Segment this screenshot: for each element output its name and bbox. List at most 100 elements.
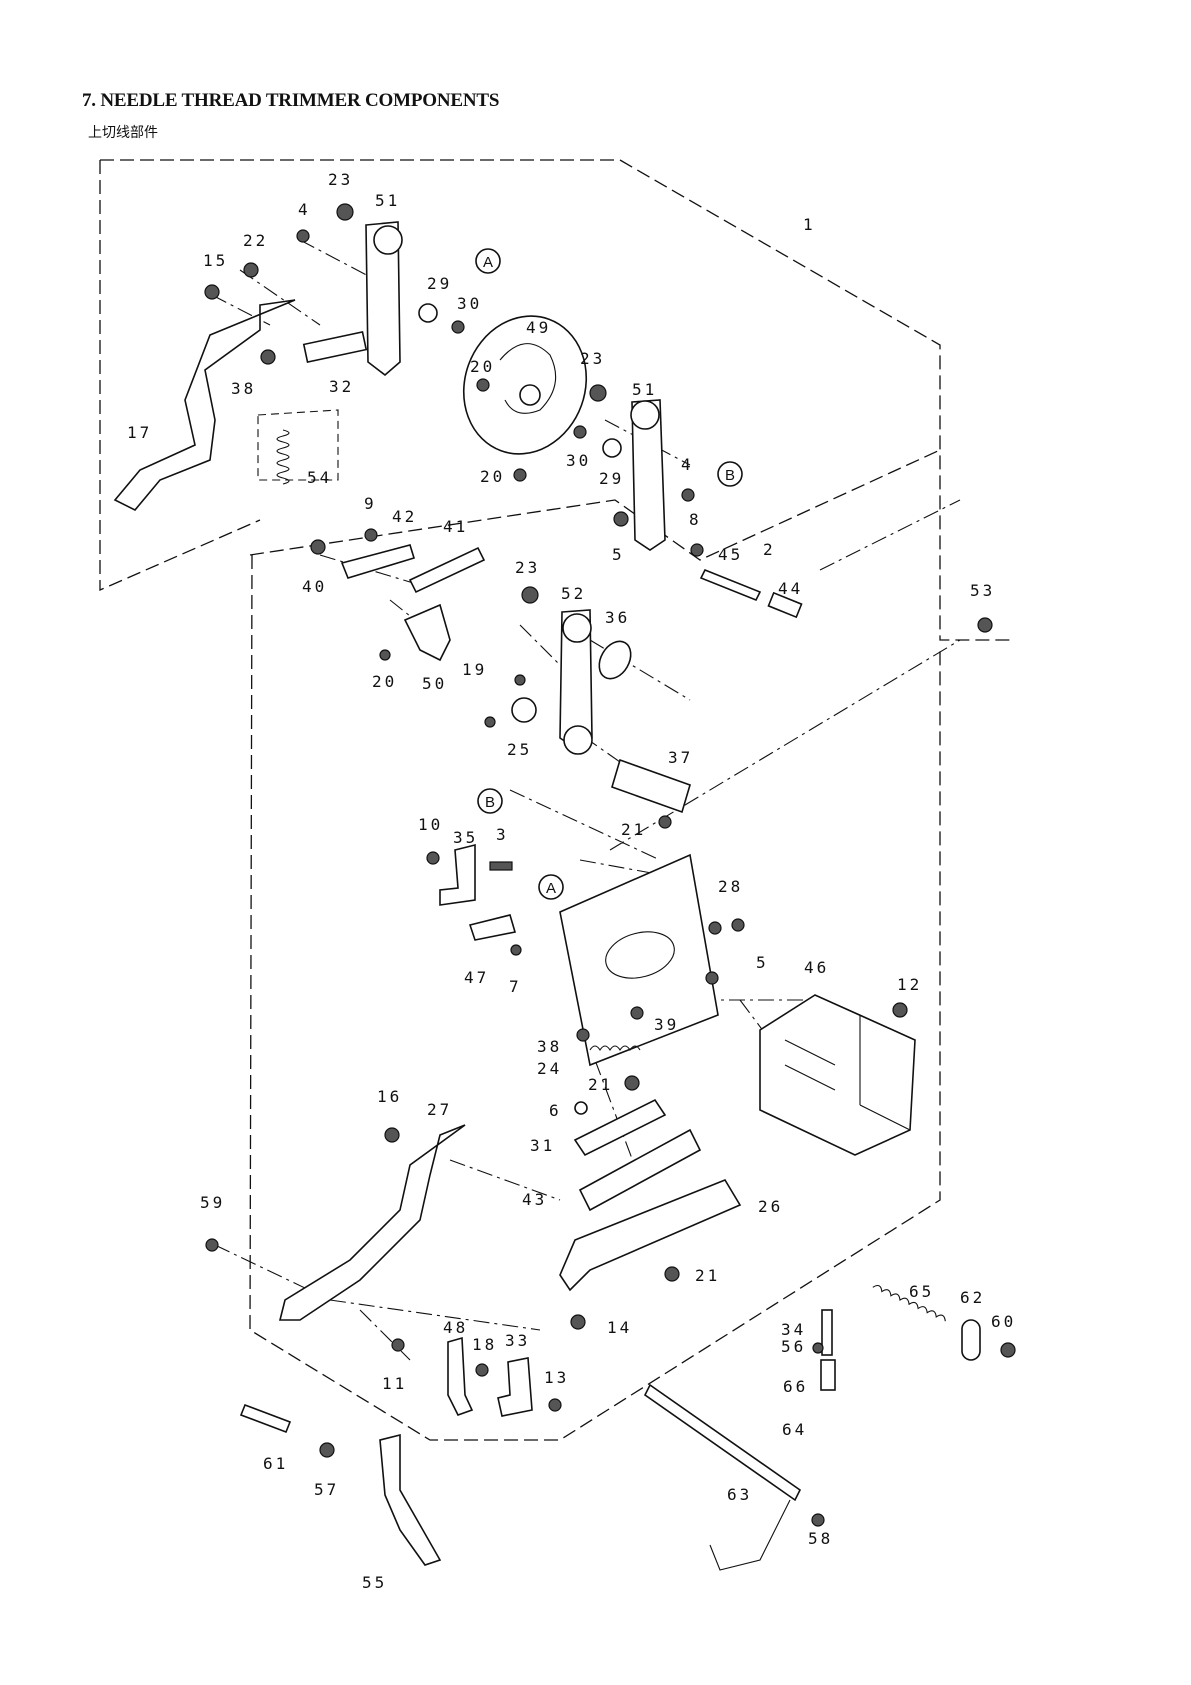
callout-27: 27: [427, 1100, 452, 1119]
part-23-pin-upper: [337, 204, 353, 220]
callout-31: 31: [530, 1136, 555, 1155]
callout-52: 52: [561, 584, 586, 603]
callout-13: 13: [544, 1368, 569, 1387]
part-25-collar: [512, 698, 536, 722]
part-17-lever: [115, 300, 295, 510]
callout-57: 57: [314, 1480, 339, 1499]
part-50-crank: [405, 605, 450, 660]
part-64-rod: [645, 1385, 800, 1500]
callout-48: 48: [443, 1318, 468, 1337]
part-10-screw: [427, 852, 439, 864]
callout-39: 39: [654, 1015, 679, 1034]
callout-60: 60: [991, 1312, 1016, 1331]
callout-51a: 51: [375, 191, 400, 210]
callout-21a: 21: [621, 820, 646, 839]
part-30-screw-upper: [452, 321, 464, 333]
callout-14: 14: [607, 1318, 632, 1337]
part-48-bracket: [448, 1338, 472, 1415]
callout-8: 8: [689, 510, 702, 529]
callout-3: 3: [496, 825, 509, 844]
callout-62: 62: [960, 1288, 985, 1307]
reference-b-plate-label: B: [485, 794, 495, 811]
reference-b-top: B: [718, 462, 742, 486]
part-36-spring: [593, 636, 637, 685]
callout-38b: 38: [537, 1037, 562, 1056]
callout-15: 15: [203, 251, 228, 270]
part-56-ring: [813, 1343, 823, 1353]
callout-55: 55: [362, 1573, 387, 1592]
part-38-screw-lower: [577, 1029, 589, 1041]
reference-a-plate-label: A: [546, 880, 556, 897]
callout-28: 28: [718, 877, 743, 896]
part-38-screw-upper: [261, 350, 275, 364]
callout-64: 64: [782, 1420, 807, 1439]
part-9-screw: [365, 529, 377, 541]
part-18-screw: [476, 1364, 488, 1376]
part-30-screw-lower: [574, 426, 586, 438]
callout-16: 16: [377, 1087, 402, 1106]
callout-30a: 30: [457, 294, 482, 313]
callout-20c: 20: [372, 672, 397, 691]
callout-61: 61: [263, 1454, 288, 1473]
part-4-nut-lower: [682, 489, 694, 501]
callout-32: 32: [329, 377, 354, 396]
part-19-setscrew-a: [515, 675, 525, 685]
part-59-screw: [206, 1239, 218, 1251]
part-6-washer: [575, 1102, 587, 1114]
callout-6: 6: [549, 1101, 562, 1120]
callout-29b: 29: [599, 469, 624, 488]
callout-35: 35: [453, 828, 478, 847]
callout-10: 10: [418, 815, 443, 834]
callout-7: 7: [509, 977, 522, 996]
callout-24: 24: [537, 1059, 562, 1078]
callout-1: 1: [803, 215, 816, 234]
callout-17: 17: [127, 423, 152, 442]
callout-23a: 23: [328, 170, 353, 189]
part-52-upper-hub: [563, 614, 591, 642]
part-49-hub: [520, 385, 540, 405]
callout-20b: 20: [480, 467, 505, 486]
part-40-screw: [311, 540, 325, 554]
part-5-nut-upper: [614, 512, 628, 526]
part-60-screw: [1001, 1343, 1015, 1357]
part-51-lower-hub: [631, 401, 659, 429]
part-19-setscrew-b: [485, 717, 495, 727]
callout-22: 22: [243, 231, 268, 250]
part-46-motor-body: [760, 995, 915, 1155]
callout-58: 58: [808, 1529, 833, 1548]
callout-36: 36: [605, 608, 630, 627]
callout-45: 45: [718, 545, 743, 564]
callout-66: 66: [783, 1377, 808, 1396]
part-8-screw: [691, 544, 703, 556]
part-20-screw-cam-bottom: [514, 469, 526, 481]
part-61-stud: [241, 1405, 290, 1432]
reference-b-top-label: B: [725, 467, 735, 484]
callout-46: 46: [804, 958, 829, 977]
part-55-bracket: [380, 1435, 440, 1565]
callout-21c: 21: [695, 1266, 720, 1285]
part-20-screw-crank: [380, 650, 390, 660]
part-41-link: [410, 548, 484, 592]
part-37-shaft: [612, 760, 690, 812]
part-58-screw: [812, 1514, 824, 1526]
callout-2: 2: [763, 540, 776, 559]
callout-4a: 4: [298, 200, 311, 219]
part-57-nut: [320, 1443, 334, 1457]
callout-29a: 29: [427, 274, 452, 293]
callout-42: 42: [392, 507, 417, 526]
callout-49: 49: [526, 318, 551, 337]
part-11-screw: [392, 1339, 404, 1351]
callout-26: 26: [758, 1197, 783, 1216]
callout-5a: 5: [612, 545, 625, 564]
part-27-lever: [280, 1125, 465, 1320]
part-23-pin-lower: [590, 385, 606, 401]
callout-47: 47: [464, 968, 489, 987]
callout-53: 53: [970, 581, 995, 600]
callout-51b: 51: [632, 380, 657, 399]
callout-44: 44: [778, 579, 803, 598]
callout-9: 9: [364, 494, 377, 513]
part-22-screw: [244, 263, 258, 277]
part-21-screw-mid: [625, 1076, 639, 1090]
